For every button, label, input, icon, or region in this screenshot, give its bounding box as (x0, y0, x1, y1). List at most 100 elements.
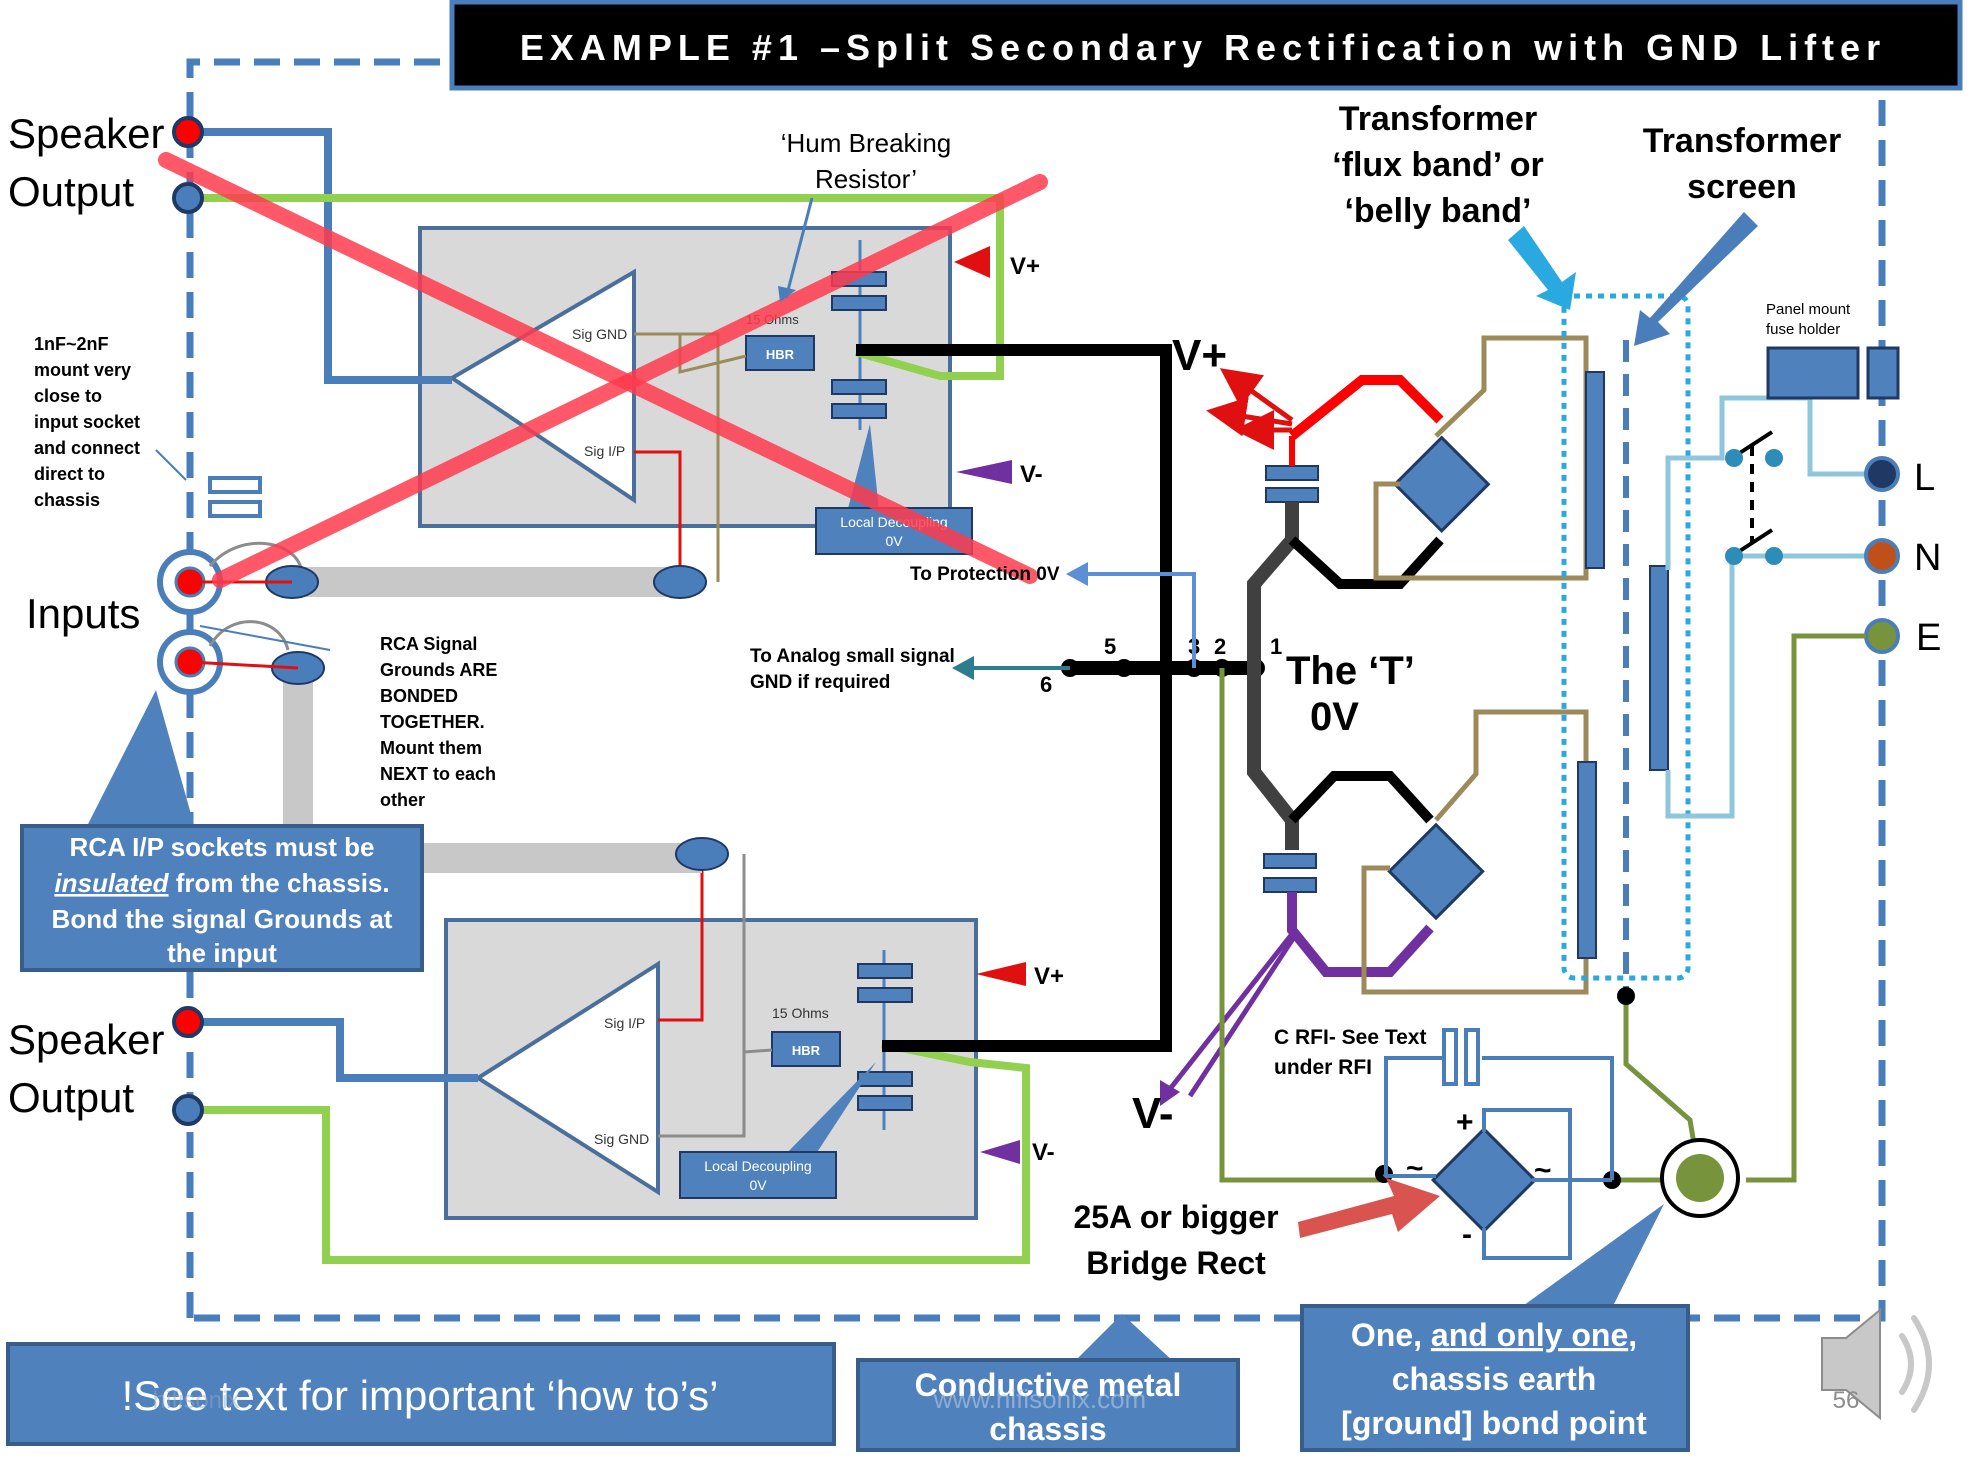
svg-text:direct to: direct to (34, 464, 105, 484)
rectifier-bottom-0v-lead (1288, 771, 1434, 824)
node-label-2: 2 (1214, 634, 1226, 659)
speaker-audio-icon[interactable] (1821, 1307, 1932, 1421)
flux-band-label-1: Transformer (1339, 100, 1537, 138)
speaker-terminal-top-hot[interactable] (172, 116, 204, 148)
reservoir-cap-bottom-1 (1263, 853, 1317, 869)
speaker-wire-top-hot (190, 128, 452, 384)
vplus-rail-arrow-1 (1219, 368, 1294, 423)
mains-n-label: N (1914, 537, 1941, 579)
t-0v-label-2: 0V (1310, 695, 1359, 739)
speaker-terminal-top-return[interactable] (172, 182, 204, 214)
chassis-callout-line1: Conductive metal (915, 1367, 1182, 1403)
mains-live-wire (1665, 395, 1880, 570)
rca-ground-loop-top (208, 541, 304, 575)
bridge-rect-label-1: 25A or bigger (1073, 1199, 1278, 1235)
see-text-callout-box (6, 1342, 836, 1446)
decoupling-cap-bottom-1 (857, 963, 913, 979)
screen-arrow (1634, 212, 1758, 346)
speaker-top-label-1: Speaker (8, 110, 164, 157)
switch-contact-2 (1765, 449, 1783, 467)
protection-arrow (1066, 562, 1088, 586)
svg-text:1nF~2nF: 1nF~2nF (34, 334, 109, 354)
crfi-label-2: under RFI (1274, 1056, 1372, 1079)
transformer-core-left-bottom (1577, 761, 1597, 959)
vminus-rail-arrow-1 (1164, 932, 1294, 1096)
switch-contact-1 (1725, 449, 1743, 467)
svg-text:mount very: mount very (34, 360, 131, 380)
sig-ip-trace-top (634, 450, 682, 568)
earth-callout-line3: [ground] bond point (1341, 1405, 1647, 1441)
svg-text:chassis: chassis (34, 490, 100, 510)
svg-text:Mount them: Mount them (380, 738, 482, 758)
rca-signal-bottom (189, 660, 299, 670)
chassis-callout-pointer (1074, 1314, 1174, 1362)
speaker-bottom-label-2: Output (8, 1074, 134, 1121)
amp-triangle-bottom (474, 960, 660, 1196)
analog-label-2: GND if required (750, 672, 890, 693)
node-label-6: 6 (1040, 672, 1052, 697)
flux-band-label-2: ‘flux band’ or (1332, 146, 1544, 184)
mains-terminal-l[interactable] (1864, 456, 1900, 492)
transformer-primary-core (1649, 565, 1669, 771)
speaker-terminal-bottom-hot[interactable] (172, 1006, 204, 1038)
rca-callout-line3: Bond the signal Grounds at (52, 904, 393, 934)
vplus-label-top: V+ (1010, 253, 1040, 280)
watermark-center: www.hifisonix.com (933, 1384, 1146, 1414)
speaker-wire-top-return (190, 194, 1004, 380)
vplus-arrow-bottom (976, 962, 1026, 986)
chassis-callout-line2: chassis (989, 1411, 1106, 1447)
title-bar (449, 0, 1963, 91)
cross-out-stroke-1 (158, 152, 1038, 584)
node-label-5: 5 (1104, 634, 1116, 659)
to-protection-label: To Protection 0V (910, 564, 1060, 585)
earth-callout-box (1300, 1304, 1690, 1452)
speaker-terminal-bottom-return[interactable] (172, 1094, 204, 1126)
vminus-arrow-bottom (980, 1140, 1020, 1164)
crfi-label-1: C RFI- See Text (1274, 1026, 1426, 1049)
fuse-holder[interactable] (1766, 346, 1860, 400)
fuse-holder-cap (1866, 346, 1900, 400)
svg-text:BONDED: BONDED (380, 686, 458, 706)
decoupling-pointer-bottom (780, 1062, 876, 1160)
sig-gnd-label-top: Sig GND (572, 326, 627, 342)
lifter-tilde-left: ~ (1406, 1152, 1424, 1185)
inputs-label: Inputs (26, 590, 140, 637)
rfi-cap-input-2 (208, 500, 262, 518)
lifter-bridge-rectifier (1430, 1126, 1538, 1234)
earth-wire (1746, 633, 1866, 1183)
hbr-resistor-bottom (771, 1031, 841, 1067)
mains-terminal-e[interactable] (1864, 618, 1900, 654)
vminus-label-bottom: V- (1032, 1139, 1055, 1166)
rfi-cap-input-1 (208, 476, 262, 494)
switch-contact-3 (1725, 547, 1743, 565)
bridge-rectifier-bottom (1387, 822, 1485, 921)
secondary-winding-top (1373, 335, 1589, 581)
screen-earth-node (1617, 987, 1635, 1005)
rca-callout-pointer (84, 690, 196, 832)
decoupling-cap-top-2 (831, 295, 887, 311)
bridge-rectifier-top (1392, 435, 1491, 534)
sig-gnd-label-bottom: Sig GND (594, 1131, 649, 1147)
bridge-rect-label-2: Bridge Rect (1086, 1245, 1266, 1281)
svg-text:close to: close to (34, 386, 102, 406)
lifter-ac-left (1382, 1172, 1436, 1178)
svg-text:NEXT to each: NEXT to each (380, 764, 496, 784)
svg-text:RCA Signal: RCA Signal (380, 634, 477, 654)
hbr-note-2: Resistor’ (815, 164, 917, 194)
chassis-callout-box (856, 1358, 1240, 1452)
vminus-rail-label: V- (1132, 1089, 1174, 1138)
lifter-plus: + (1456, 1106, 1474, 1139)
cable-end-top-right (653, 565, 707, 599)
hbr-resistor-top (745, 335, 815, 371)
decoupling-cap-top-3 (831, 379, 887, 395)
cap-note-pointer (155, 449, 187, 481)
chassis-bond-stud (1676, 1154, 1724, 1202)
reservoir-cap-bottom-2 (1263, 877, 1317, 893)
mains-terminal-n[interactable] (1864, 538, 1900, 574)
lifter-minus: - (1462, 1218, 1472, 1251)
rca-note-pointer (199, 625, 331, 651)
ohms-label-bottom: 15 Ohms (772, 1005, 829, 1021)
hbr-note-arrowhead (778, 286, 796, 302)
ground-bus-top (856, 344, 1172, 1052)
